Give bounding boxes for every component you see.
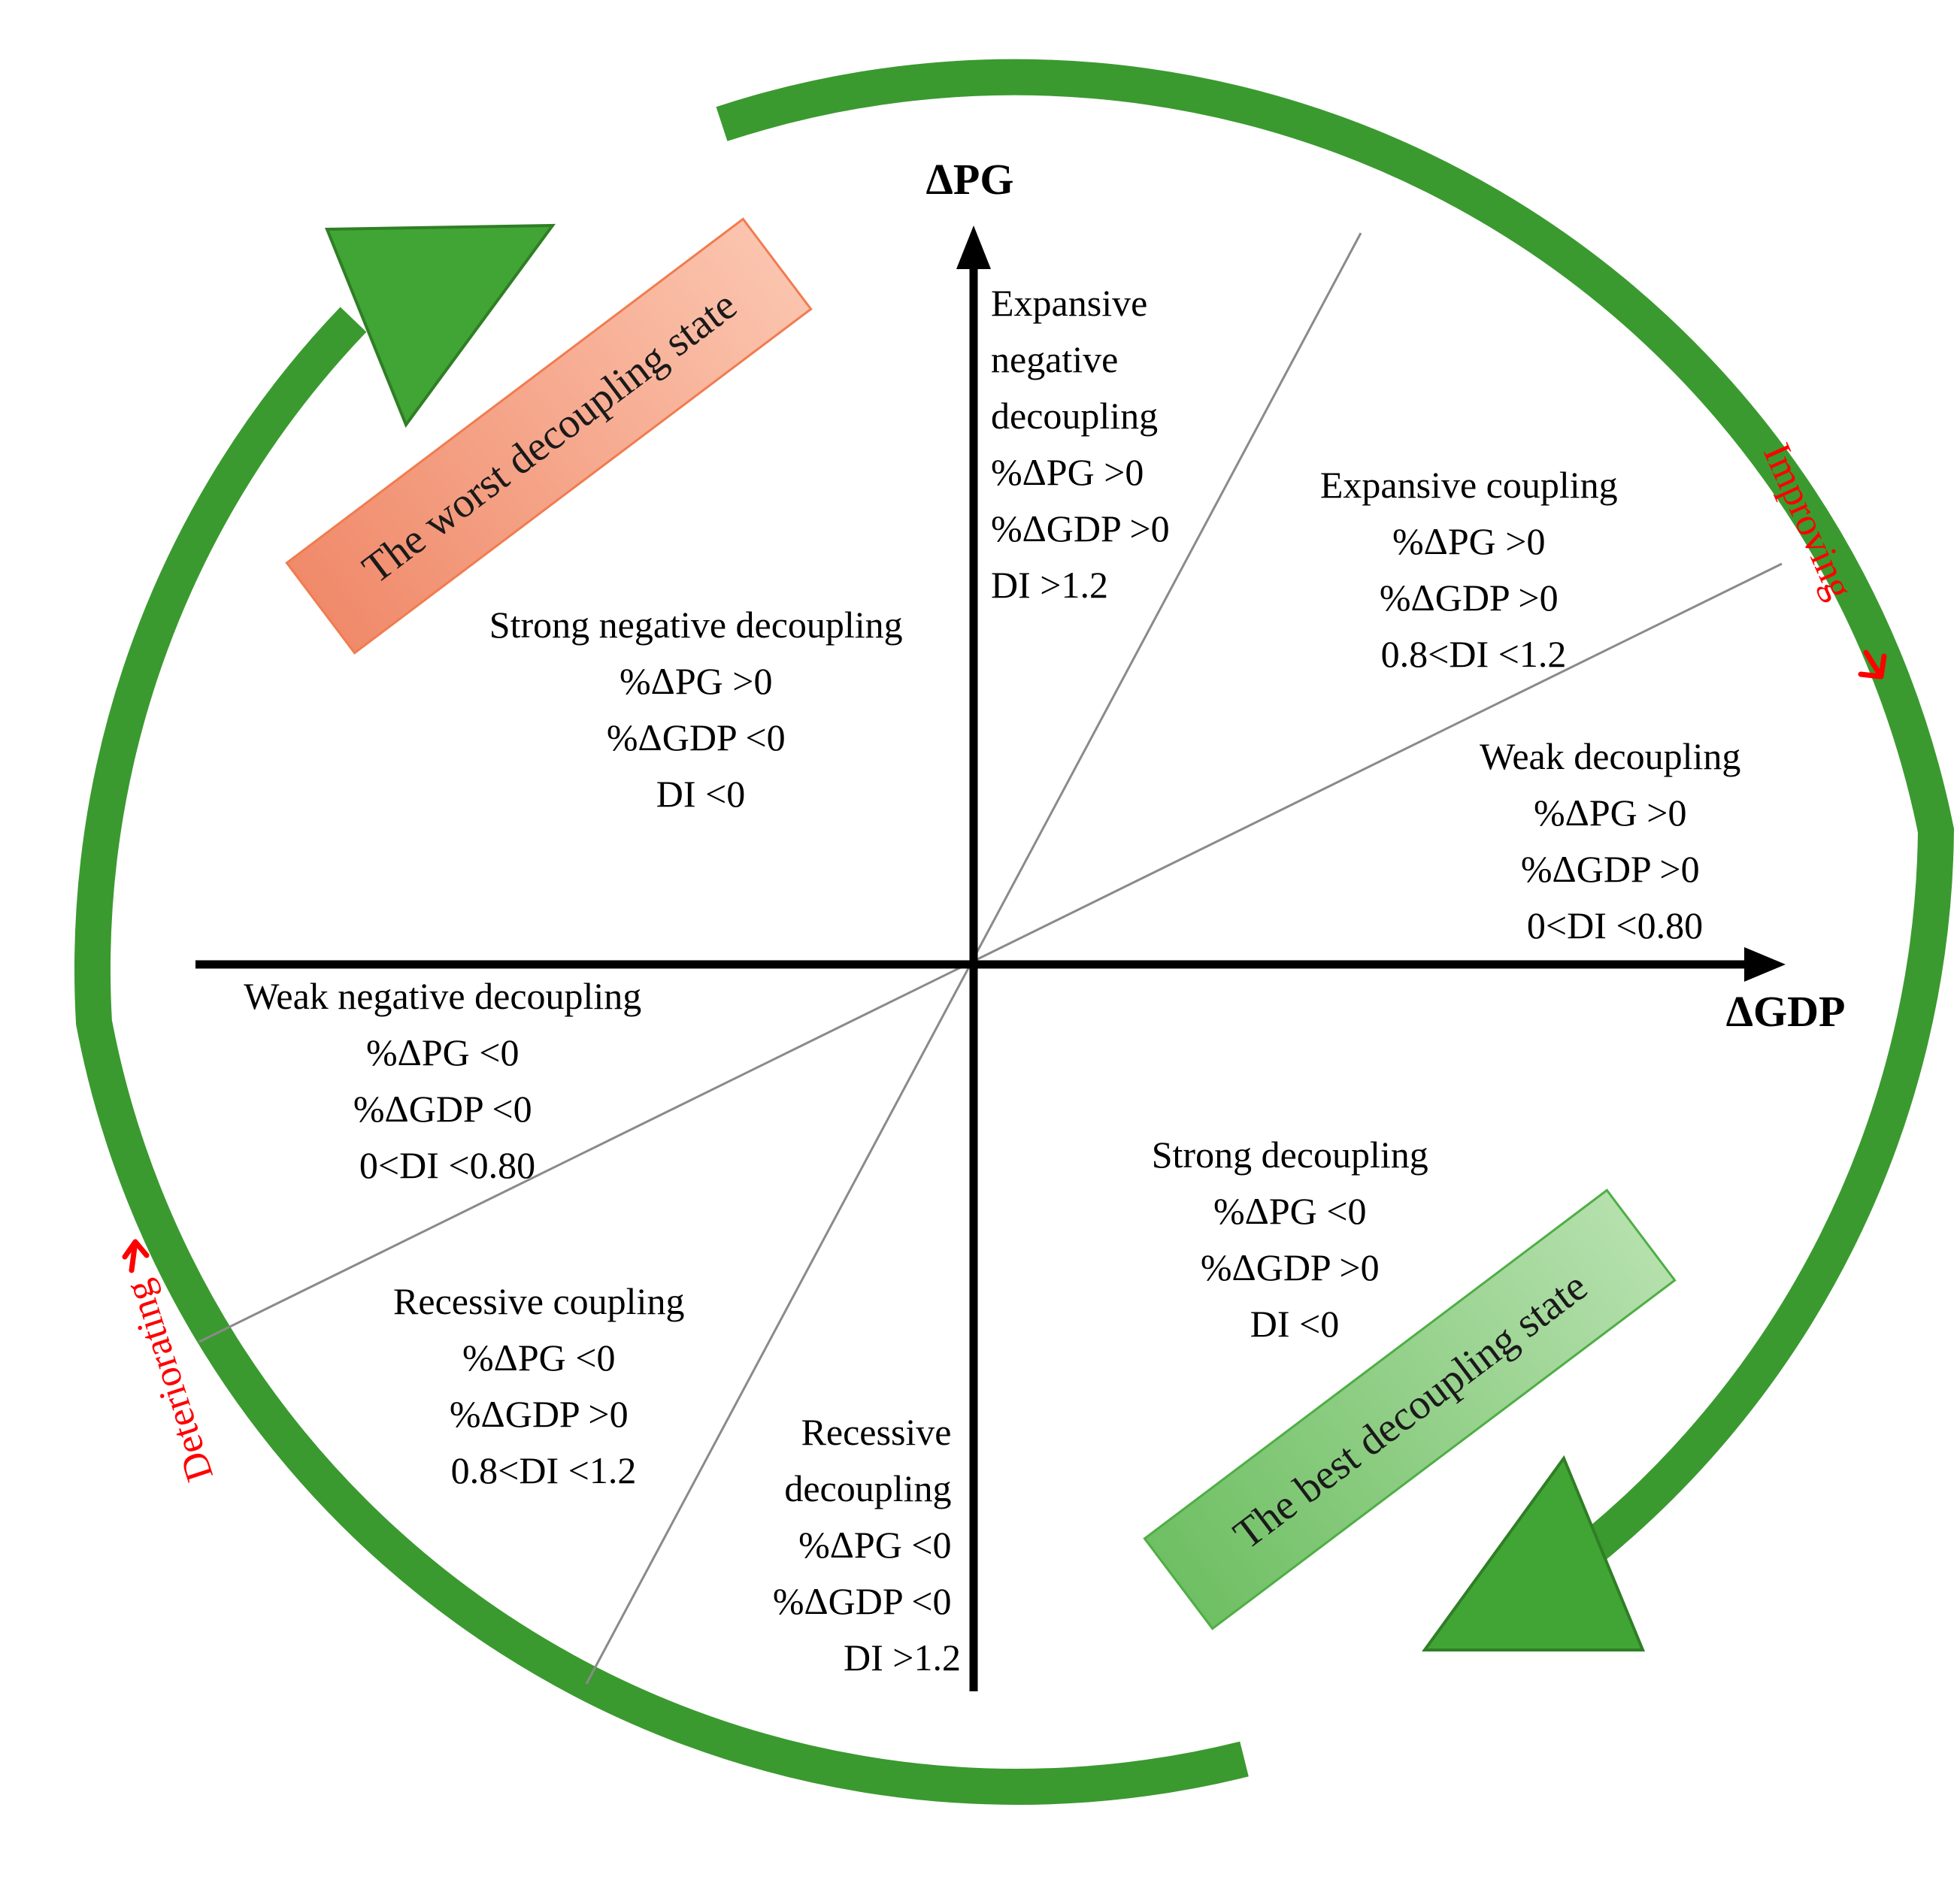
- state-strong-decoupling: Strong decoupling %ΔPG <0 %ΔGDP >0 DI <0: [1152, 1134, 1438, 1345]
- state-line: Weak decoupling: [1480, 735, 1740, 777]
- state-line: %ΔPG >0: [1534, 792, 1686, 834]
- state-recessive-coupling: Recessive coupling %ΔPG <0 %ΔGDP >0 0.8<…: [393, 1280, 694, 1491]
- state-expansive-coupling: Expansive coupling %ΔPG >0 %ΔGDP >0 0.8<…: [1320, 464, 1627, 675]
- state-line: 0<DI <0.80: [1527, 904, 1703, 946]
- y-axis-arrowhead: [956, 226, 991, 269]
- state-line: %ΔPG <0: [1213, 1190, 1366, 1232]
- state-line: Recessive coupling: [393, 1280, 684, 1322]
- state-line: %ΔGDP <0: [607, 716, 786, 758]
- x-axis-arrowhead: [1744, 947, 1786, 982]
- state-line: %ΔPG <0: [798, 1524, 951, 1566]
- state-line: Strong negative decoupling: [489, 604, 903, 646]
- cycle-arc-top: [716, 59, 1955, 1582]
- x-axis-title: ΔGDP: [1726, 987, 1846, 1036]
- state-line: %ΔPG <0: [462, 1337, 615, 1379]
- state-line: 0<DI <0.80: [359, 1144, 535, 1186]
- improving-arrow-icon: [1858, 649, 1887, 680]
- state-line: DI >1.2: [844, 1636, 961, 1679]
- boundary-line-shallow: [198, 562, 1783, 1343]
- state-line: 0.8<DI <1.2: [1381, 633, 1567, 675]
- state-weak-negative-decoupling: Weak negative decoupling %ΔPG <0 %ΔGDP <…: [244, 975, 651, 1186]
- state-line: Expansive coupling: [1320, 464, 1618, 506]
- state-line: Recessive: [801, 1411, 952, 1453]
- state-line: negative: [991, 338, 1118, 380]
- cycle-arc-bottom: [74, 307, 1249, 1805]
- y-axis-title: ΔPG: [926, 155, 1014, 204]
- deteriorating-arrow-icon: [122, 1239, 150, 1273]
- cycle-arrowhead-top-left: [325, 223, 556, 428]
- state-line: %ΔGDP >0: [450, 1393, 629, 1435]
- state-weak-decoupling: Weak decoupling %ΔPG >0 %ΔGDP >0 0<DI <0…: [1480, 735, 1750, 946]
- state-line: DI >1.2: [991, 564, 1108, 606]
- cycle-arrows: [74, 59, 1955, 1805]
- state-line: %ΔPG >0: [620, 660, 772, 702]
- axes: ΔPG ΔGDP: [195, 155, 1845, 1691]
- cycle-arrowhead-bottom-right: [1422, 1455, 1645, 1651]
- state-line: %ΔPG >0: [1392, 520, 1545, 562]
- state-line: %ΔPG >0: [991, 451, 1144, 493]
- state-line: %ΔGDP >0: [1521, 848, 1700, 890]
- state-line: %ΔPG <0: [366, 1031, 519, 1073]
- state-line: 0.8<DI <1.2: [451, 1449, 637, 1491]
- state-line: DI <0: [1250, 1303, 1339, 1345]
- state-line: DI <0: [656, 773, 745, 815]
- state-line: Weak negative decoupling: [244, 975, 641, 1017]
- state-line: decoupling: [784, 1467, 951, 1509]
- state-line: Expansive: [991, 282, 1147, 324]
- state-strong-negative-decoupling: Strong negative decoupling %ΔPG >0 %ΔGDP…: [489, 604, 912, 815]
- state-line: %ΔGDP >0: [1380, 577, 1559, 619]
- state-line: Strong decoupling: [1152, 1134, 1428, 1176]
- state-line: decoupling: [991, 395, 1158, 437]
- state-line: %ΔGDP >0: [991, 507, 1170, 549]
- improving-label: Improving: [1755, 437, 1861, 606]
- best-state-banner-box: [1143, 1188, 1677, 1630]
- state-expansive-negative-decoupling: Expansive negative decoupling %ΔPG >0 %Δ…: [991, 282, 1179, 606]
- state-line: %ΔGDP >0: [1201, 1246, 1380, 1288]
- state-recessive-decoupling: Recessive decoupling %ΔPG <0 %ΔGDP <0 DI…: [773, 1411, 961, 1679]
- state-line: %ΔGDP <0: [353, 1088, 532, 1130]
- state-line: %ΔGDP <0: [773, 1580, 952, 1622]
- worst-state-banner-box: [285, 217, 813, 655]
